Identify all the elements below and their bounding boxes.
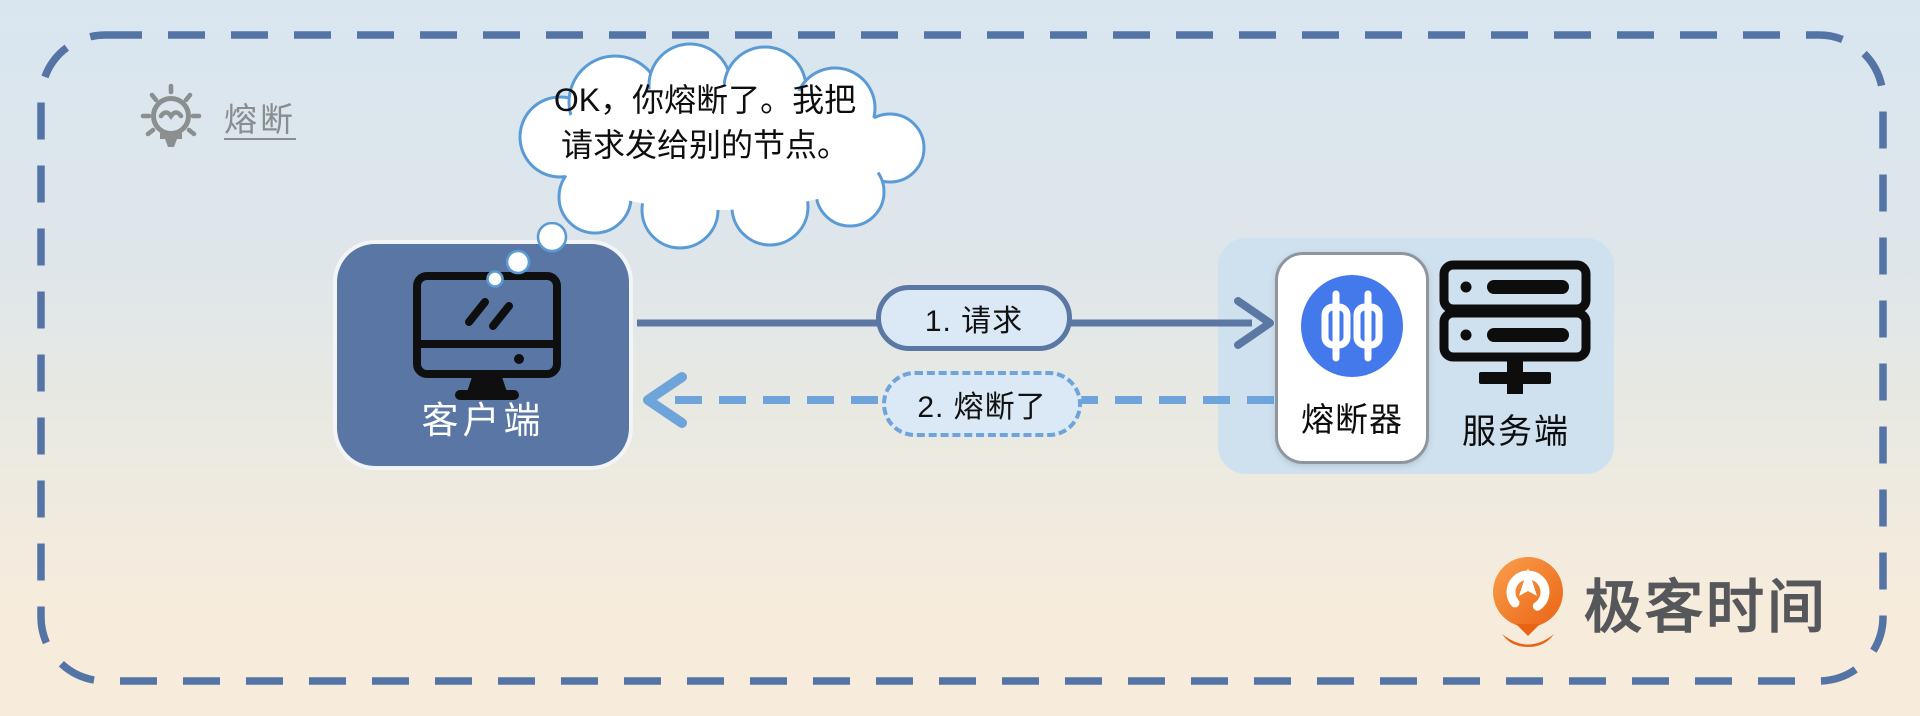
request-label-pill: 1. 请求 [876, 285, 1072, 351]
fuse-circuit-breaker-icon [1299, 273, 1405, 379]
client-label: 客户端 [421, 400, 545, 441]
thought-bubble-line2: 请求发给别的节点。 [560, 127, 849, 164]
geektime-logo-icon [1490, 552, 1566, 652]
circuit-broken-label: 2. 熔断了 [917, 391, 1047, 424]
lightbulb-icon [132, 76, 210, 158]
circuit-breaker-card: 熔断器 [1275, 252, 1429, 464]
thought-bubble-text: OK，你熔断了。我把 请求发给别的节点。 [505, 78, 905, 169]
circuit-broken-label-pill: 2. 熔断了 [882, 371, 1082, 437]
brand-logo: 极客时间 [1490, 552, 1828, 652]
request-label: 1. 请求 [924, 305, 1024, 338]
thought-trail-bubbles [486, 222, 568, 288]
brand-name: 极客时间 [1584, 575, 1829, 640]
thought-bubble [518, 42, 926, 250]
client-node: 客户端 [333, 240, 633, 470]
annotation-label: 熔断 [224, 101, 296, 138]
circuit-breaker-label: 熔断器 [1301, 401, 1403, 438]
desktop-computer-icon [409, 268, 565, 408]
server-label: 服务端 [1462, 413, 1570, 451]
server-rack-icon [1438, 260, 1592, 396]
thought-bubble-line1: OK，你熔断了。我把 [553, 82, 857, 118]
annotation: 熔断 [132, 76, 296, 158]
